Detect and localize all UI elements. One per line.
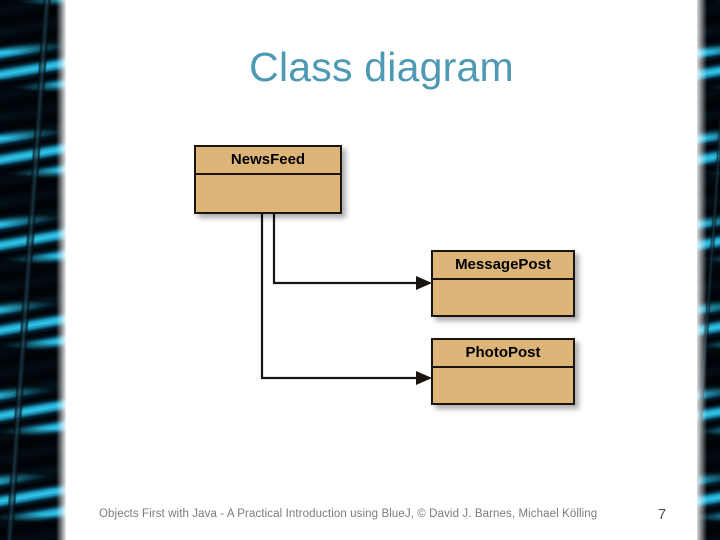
uml-class-name-photopost: PhotoPost [433,340,573,368]
feather-decoration-right [697,0,720,540]
footer-credit: Objects First with Java - A Practical In… [99,508,598,520]
feather-edge-fade [56,0,66,540]
arrowhead-photopost [416,371,432,385]
uml-class-name-messagepost: MessagePost [433,252,573,280]
slide-title: Class diagram [249,44,514,90]
uml-class-body-photopost [433,368,573,431]
uml-class-body-messagepost [433,280,573,343]
uml-class-name-newsfeed: NewsFeed [196,147,340,175]
feather-edge-fade [697,0,707,540]
arrowhead-messagepost [416,276,432,290]
uml-class-body-newsfeed [196,175,340,240]
uml-class-messagepost[interactable]: MessagePost [431,250,575,317]
feather-band-texture [0,0,66,540]
page-number: 7 [657,506,667,523]
feather-decoration-left [0,0,66,540]
uml-class-newsfeed[interactable]: NewsFeed [194,145,342,214]
uml-class-photopost[interactable]: PhotoPost [431,338,575,405]
